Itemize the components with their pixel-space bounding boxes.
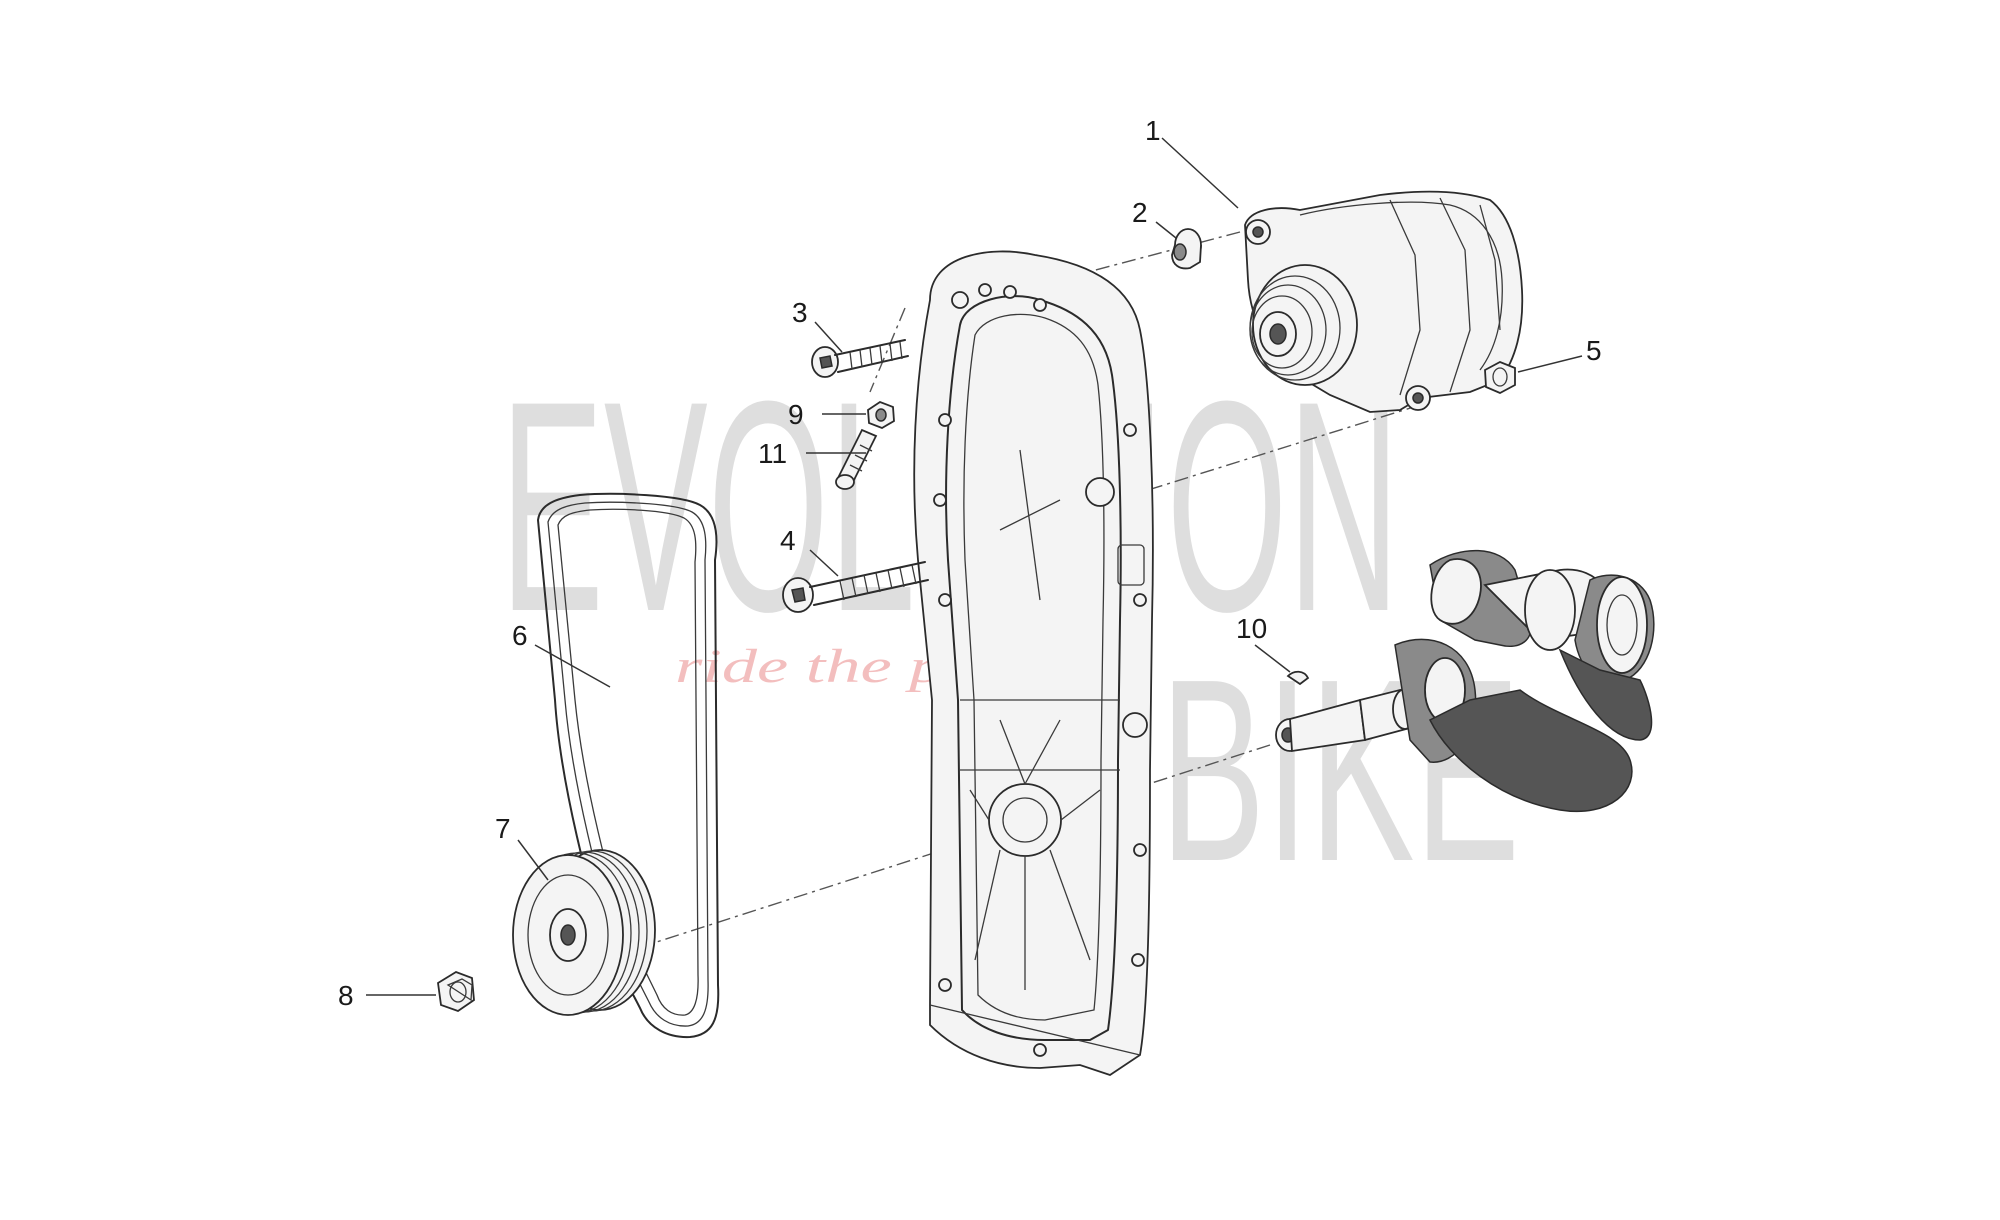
- callout-8: 8: [338, 980, 354, 1011]
- crankshaft: [1275, 549, 1655, 813]
- alternator-nut: [1484, 361, 1516, 394]
- stud-bolt: [835, 428, 878, 490]
- small-nut: [867, 400, 895, 429]
- callout-4: 4: [780, 525, 796, 556]
- spacer-bushing: [1171, 228, 1202, 270]
- callout-1: 1: [1145, 115, 1161, 146]
- bolt-long-lower: [782, 561, 929, 613]
- callout-5: 5: [1586, 335, 1602, 366]
- callout-7: 7: [495, 813, 511, 844]
- bolt-long-upper: [811, 339, 909, 378]
- alternator: [1244, 190, 1524, 413]
- callout-3: 3: [792, 297, 808, 328]
- callout-labels: 1 2 3 4 5 6 7 8 9 10 11: [338, 115, 1602, 1011]
- woodruff-key: [1286, 670, 1310, 686]
- leader-lines: [366, 137, 1583, 996]
- callout-10: 10: [1236, 613, 1267, 644]
- callout-9: 9: [788, 399, 804, 430]
- pulley-nut: [437, 971, 475, 1013]
- crank-pulley: [512, 849, 656, 1016]
- timing-cover: [913, 250, 1154, 1076]
- callout-2: 2: [1132, 197, 1148, 228]
- callout-11: 11: [758, 438, 787, 469]
- callout-6: 6: [512, 620, 528, 651]
